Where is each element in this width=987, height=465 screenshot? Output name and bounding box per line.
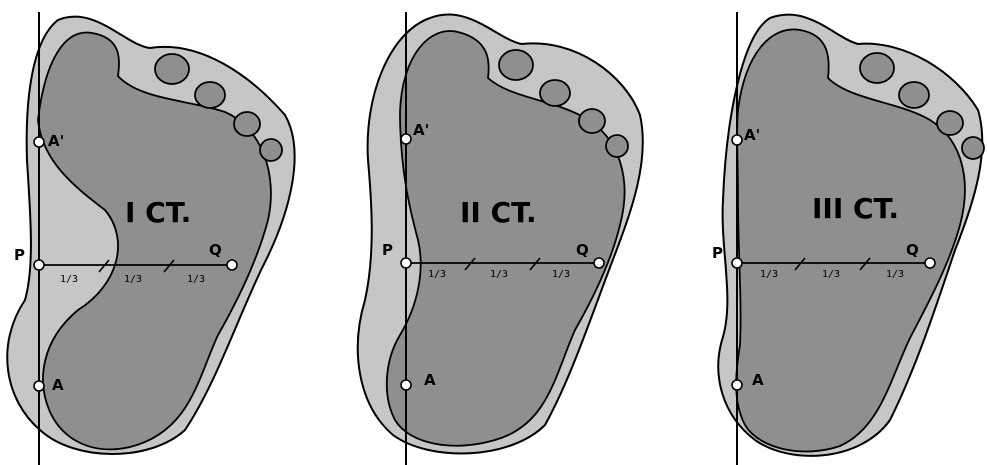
toe-4 <box>260 139 282 161</box>
panel-title: III CT. <box>812 192 899 225</box>
toe-4 <box>962 137 984 159</box>
point-a <box>401 380 411 390</box>
label-p: P <box>382 241 393 259</box>
label-a: A <box>752 371 764 389</box>
label-q: Q <box>209 241 222 259</box>
point-q <box>594 258 604 268</box>
point-p <box>34 260 44 270</box>
third-label: 1/3 <box>552 269 570 280</box>
toe-3 <box>937 111 963 135</box>
panel-1: I CT. A' P Q A 1/3 1/3 1/3 <box>7 12 294 465</box>
toe-1 <box>155 54 189 84</box>
panel-3: III CT. A' P Q A 1/3 1/3 1/3 <box>712 12 984 465</box>
label-a: A <box>52 376 64 394</box>
toe-1 <box>499 50 533 80</box>
panel-title: II CT. <box>460 196 537 229</box>
label-a: A <box>424 371 436 389</box>
third-label: 1/3 <box>124 274 142 285</box>
toe-1 <box>860 53 894 83</box>
toe-3 <box>579 109 605 133</box>
toe-2 <box>195 82 225 108</box>
third-label: 1/3 <box>822 269 840 280</box>
point-a-prime <box>34 137 44 147</box>
label-a-prime: A' <box>413 121 429 139</box>
third-label: 1/3 <box>428 269 446 280</box>
label-p: P <box>14 246 25 264</box>
point-a <box>732 380 742 390</box>
third-label: 1/3 <box>490 269 508 280</box>
point-p <box>732 258 742 268</box>
label-q: Q <box>576 241 589 259</box>
third-label: 1/3 <box>760 269 778 280</box>
third-label: 1/3 <box>886 269 904 280</box>
toe-4 <box>606 135 628 157</box>
point-a-prime <box>732 135 742 145</box>
point-p <box>401 258 411 268</box>
third-label: 1/3 <box>60 274 78 285</box>
panel-2: II CT. A' P Q A 1/3 1/3 1/3 <box>358 12 643 465</box>
point-q <box>227 260 237 270</box>
point-q <box>925 258 935 268</box>
label-q: Q <box>906 241 919 259</box>
label-p: P <box>712 244 723 262</box>
toe-3 <box>234 112 260 136</box>
point-a-prime <box>401 134 411 144</box>
label-a-prime: A' <box>744 126 760 144</box>
panel-title: I CT. <box>125 196 191 229</box>
point-a <box>34 381 44 391</box>
third-label: 1/3 <box>187 274 205 285</box>
toe-2 <box>540 80 570 106</box>
toe-2 <box>899 82 929 108</box>
label-a-prime: A' <box>48 132 64 150</box>
